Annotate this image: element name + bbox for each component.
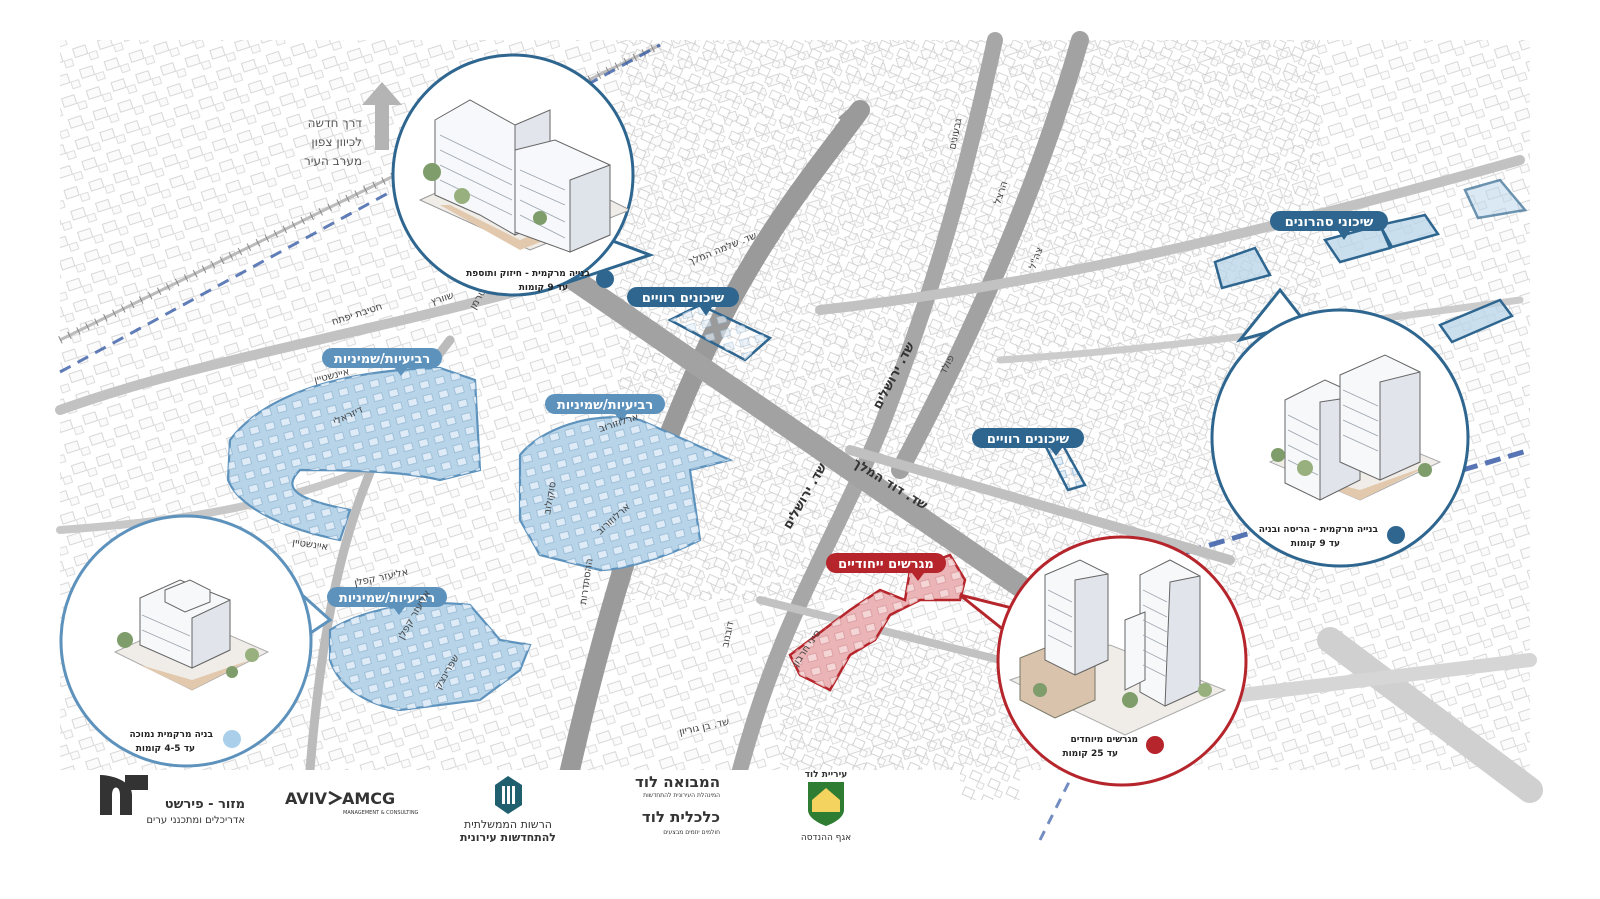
svg-text:מגרשים ייחודיים: מגרשים ייחודיים (838, 557, 934, 572)
logo-mavoa-lod: המבואה לוד המינהלת העירונית להתחדשות כלכ… (635, 773, 720, 836)
svg-text:אדריכלים ומתכנני ערים: אדריכלים ומתכנני ערים (146, 815, 245, 826)
zone-reviot-3 (328, 602, 532, 712)
svg-text:מזור - פירשט: מזור - פירשט (165, 797, 245, 812)
callout-right: בנייה מרקמית - הריסה ובניה עד 9 קומות (1210, 287, 1470, 568)
svg-text:AVIV: AVIV (285, 789, 328, 808)
svg-text:רביעיות/שמיניות: רביעיות/שמיניות (557, 398, 653, 413)
svg-text:הרשות הממשלתית: הרשות הממשלתית (464, 818, 552, 831)
callout-bottom-right: מגרשים מיוחדים עד 25 קומות (959, 535, 1248, 787)
svg-text:כלכלית לוד: כלכלית לוד (642, 808, 720, 826)
svg-text:המבואה לוד: המבואה לוד (635, 773, 720, 791)
callout-bottom-left: בניה מרקמית נמוכה עד 4-5 קומות (59, 514, 333, 768)
svg-text:רביעיות/שמיניות: רביעיות/שמיניות (339, 591, 435, 606)
svg-text:מגרשים מיוחדים: מגרשים מיוחדים (1071, 735, 1138, 745)
svg-text:עד 4-5 קומות: עד 4-5 קומות (136, 744, 195, 754)
new-road-note: דרך חדשה לכיוון צפון מערב העיר (304, 116, 362, 168)
logo-rashut: הרשות הממשלתית להתחדשות עירונית (460, 776, 556, 844)
svg-text:MANAGEMENT & CONSULTING: MANAGEMENT & CONSULTING (343, 810, 419, 816)
svg-text:איינשטיין: איינשטיין (292, 537, 329, 553)
logo-mazor-pirsht: מזור - פירשט אדריכלים ומתכנני ערים (100, 775, 245, 826)
svg-text:עד 25 קומות: עד 25 קומות (1062, 749, 1118, 759)
road-network (55, 31, 1543, 803)
svg-text:שיכונים רוויים: שיכונים רוויים (642, 291, 724, 306)
label-reviot-2: רביעיות/שמיניות (545, 394, 665, 422)
svg-text:עד 9 קומות: עד 9 קומות (1291, 539, 1340, 549)
logo-lod-municipality: עיריית לוד אגף ההנדסה (801, 770, 851, 843)
zone-reviot-1 (226, 366, 482, 542)
svg-text:להתחדשות עירונית: להתחדשות עירונית (460, 831, 556, 844)
callout-top-left: בנייה מרקמית - חיזוק ותוספת עד 9 קומות (391, 53, 655, 297)
label-shikunim-ravim-2: שיכונים רוויים (972, 428, 1084, 456)
svg-text:דרך חדשה: דרך חדשה (308, 116, 363, 130)
svg-text:דובנוב: דובנוב (720, 620, 736, 649)
logo-aviv-amcg: AVIV AMCG MANAGEMENT & CONSULTING (285, 789, 419, 816)
road-arrow-icon (362, 82, 402, 150)
svg-text:בנייה מרקמית - חיזוק ותוספת: בנייה מרקמית - חיזוק ותוספת (466, 269, 590, 279)
label-reviot-3: רביעיות/שמיניות (327, 587, 447, 615)
label-shikunei-seharonim: שיכוני סהרונים (1270, 211, 1388, 240)
svg-text:חולמים יוזמים מבצעים: חולמים יוזמים מבצעים (663, 829, 720, 836)
svg-text:בניה מרקמית נמוכה: בניה מרקמית נמוכה (130, 730, 214, 740)
svg-text:אגף ההנדסה: אגף ההנדסה (801, 833, 851, 843)
svg-text:שיכונים רוויים: שיכונים רוויים (987, 432, 1069, 447)
zone-migrashim (788, 553, 967, 692)
svg-text:המינהלת העירונית להתחדשות: המינהלת העירונית להתחדשות (643, 792, 720, 799)
label-migrashim: מגרשים ייחודיים (826, 553, 946, 581)
zone-shikunim-1 (667, 303, 773, 362)
svg-text:AMCG: AMCG (342, 789, 395, 808)
svg-text:בנייה מרקמית - הריסה ובניה: בנייה מרקמית - הריסה ובניה (1259, 525, 1379, 535)
svg-text:מערב העיר: מערב העיר (304, 154, 362, 168)
svg-text:עיריית לוד: עיריית לוד (805, 770, 847, 780)
svg-text:עד 9 קומות: עד 9 קומות (519, 283, 568, 293)
zone-seharonim (1213, 178, 1528, 344)
road-arrow-icon-2 (838, 102, 858, 126)
zone-reviot-2 (518, 416, 734, 572)
label-shikunim-ravim-1: שיכונים רוויים (627, 287, 739, 316)
svg-text:שיכוני סהרונים: שיכוני סהרונים (1285, 215, 1374, 230)
svg-text:לכיוון צפון: לכיוון צפון (311, 135, 362, 149)
svg-text:רביעיות/שמיניות: רביעיות/שמיניות (334, 352, 430, 367)
label-reviot-1: רביעיות/שמיניות (322, 348, 442, 376)
